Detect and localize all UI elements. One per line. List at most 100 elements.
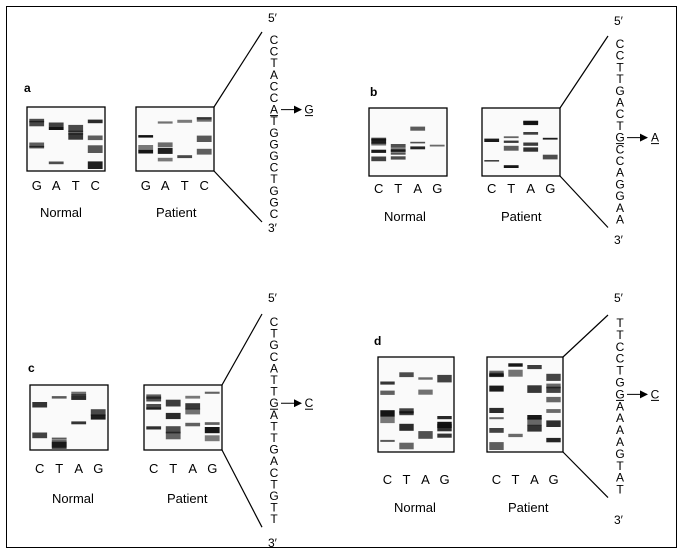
gel-band	[157, 121, 173, 124]
lane-label-patient: G	[545, 181, 555, 196]
sequence-base: C	[270, 350, 279, 364]
gel-band	[29, 142, 45, 147]
patient-caption: Patient	[156, 205, 197, 220]
gel-band	[418, 389, 433, 395]
gel-band	[185, 408, 201, 415]
lane-label-normal: G	[439, 472, 449, 487]
sequence-base: A	[616, 423, 624, 437]
gel-band	[204, 435, 220, 442]
gel-band	[157, 147, 173, 154]
gel-band	[138, 145, 154, 151]
lane-label-normal: C	[35, 461, 44, 476]
gel-band	[29, 120, 45, 127]
gel-band	[371, 138, 387, 144]
gel-band	[371, 142, 387, 146]
sequence-base: A	[270, 103, 278, 117]
zoom-line-bottom	[562, 451, 609, 499]
sequence-base: G	[269, 195, 278, 209]
gel-band	[90, 414, 106, 420]
gel-band	[380, 439, 395, 442]
sequence-base: T	[270, 385, 278, 399]
gel-band	[177, 155, 193, 159]
sequence-base: C	[270, 466, 279, 480]
lane-label-patient: T	[512, 472, 520, 487]
sequence-base: T	[270, 431, 278, 445]
gel-band	[503, 145, 519, 151]
gel-band	[204, 427, 220, 434]
sequence-base: C	[616, 49, 625, 63]
gel-band	[418, 431, 433, 439]
gel-band	[165, 431, 181, 440]
gel-band	[437, 374, 452, 383]
gel-band	[165, 426, 181, 434]
gel-band	[380, 416, 395, 424]
gel-band	[523, 120, 539, 124]
patient-caption: Patient	[508, 500, 549, 515]
lane-label-normal: C	[91, 178, 100, 193]
sequence-base: C	[616, 352, 625, 366]
gel-band	[410, 141, 426, 144]
zoom-line-bottom	[213, 170, 263, 223]
gel-band	[371, 156, 387, 162]
lane-label-patient: C	[487, 181, 496, 196]
lane-label-normal: C	[374, 181, 383, 196]
gel-band	[87, 135, 103, 141]
gel-band	[157, 157, 173, 162]
gel-band	[48, 127, 64, 130]
lane-label-patient: A	[161, 178, 170, 193]
gel-band	[68, 124, 84, 133]
gel-band	[185, 422, 201, 427]
gel-band	[410, 146, 426, 150]
mutant-base: G	[304, 103, 313, 117]
sequence-base: G	[615, 447, 624, 461]
sequence-base: G	[615, 177, 624, 191]
three-prime-label: 3′	[268, 221, 278, 235]
gel-band	[523, 142, 539, 146]
gel-band	[546, 373, 561, 381]
gel-band	[399, 372, 414, 378]
sequence-base: T	[616, 60, 624, 74]
gel-normal-d-border	[377, 356, 455, 453]
normal-caption: Normal	[384, 209, 426, 224]
lane-label-patient: C	[492, 472, 501, 487]
mutant-base: A	[651, 131, 659, 145]
gel-band	[399, 423, 414, 431]
lane-label-patient: A	[526, 181, 535, 196]
gel-band	[204, 391, 220, 394]
gel-band	[418, 377, 433, 380]
gel-band	[542, 137, 558, 140]
sequence-base: G	[615, 387, 624, 401]
gel-normal-b	[368, 107, 448, 177]
lane-label-normal: A	[52, 178, 61, 193]
gel-normal-d	[377, 356, 455, 453]
patient-caption: Patient	[501, 209, 542, 224]
gel-band	[146, 396, 162, 402]
gel-band	[542, 154, 558, 160]
gel-band	[165, 412, 181, 420]
lane-label-patient: T	[169, 461, 177, 476]
sequence-base: C	[616, 340, 625, 354]
sequence-base: C	[270, 79, 279, 93]
sequence-base: T	[270, 327, 278, 341]
gel-band	[196, 117, 212, 120]
gel-band	[380, 390, 395, 395]
lane-label-patient: G	[141, 178, 151, 193]
sequence-base: C	[270, 207, 279, 221]
gel-band	[87, 119, 103, 124]
gel-band	[71, 395, 87, 400]
gel-band	[185, 395, 201, 399]
gel-band	[196, 135, 212, 142]
sequence-base: T	[616, 328, 624, 342]
sequence-base: T	[616, 483, 624, 497]
gel-band	[146, 407, 162, 410]
gel-band	[503, 136, 519, 139]
lane-label-normal: A	[413, 181, 422, 196]
sequence-base: C	[616, 107, 625, 121]
gel-band	[489, 417, 504, 420]
sequence-base: T	[270, 512, 278, 526]
zoom-line-top	[559, 35, 609, 109]
gel-band	[32, 402, 48, 408]
sequence-base: T	[270, 419, 278, 433]
sequence-base: A	[270, 68, 278, 82]
